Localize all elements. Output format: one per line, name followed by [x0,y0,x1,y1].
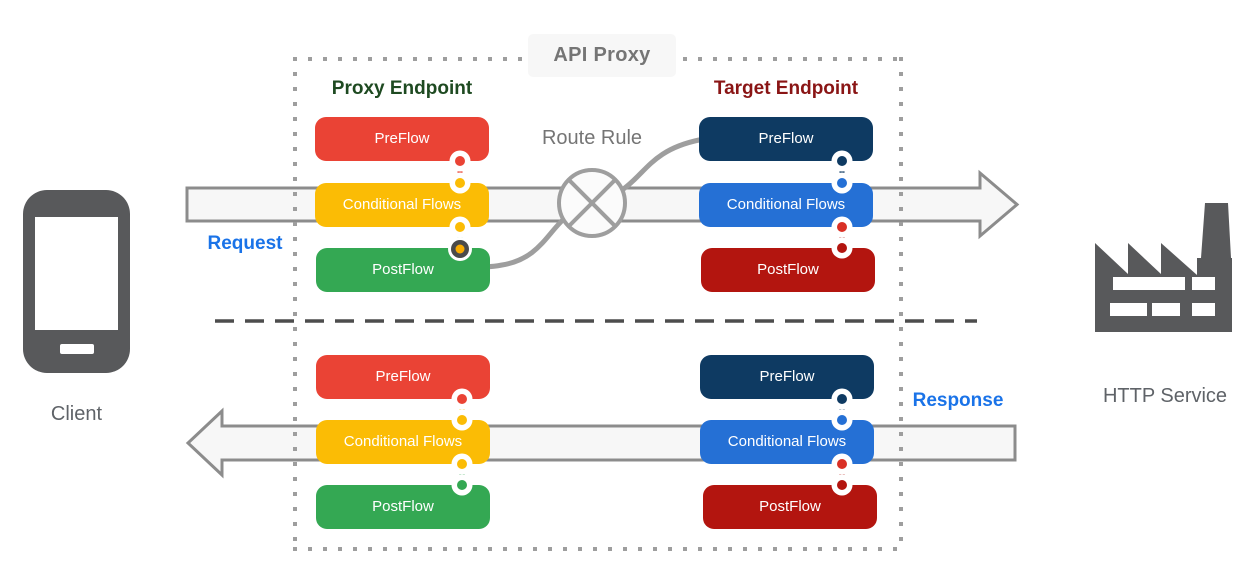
target-request-preflow-box: PreFlow [699,117,873,161]
target-response-conditional-flows-box: Conditional Flows [700,420,874,464]
proxy-response-conditional-flows-box: Conditional Flows [316,420,490,464]
http-service-label: HTTP Service [1102,385,1228,407]
target-request-conditional-flows-box: Conditional Flows [699,183,873,227]
api-proxy-title: API Proxy [528,34,676,77]
client-label: Client [50,403,103,425]
proxy-response-postflow-box: PostFlow [316,485,490,529]
proxy-endpoint-title: Proxy Endpoint [331,78,473,99]
route-rule-label: Route Rule [541,127,643,149]
request-label: Request [207,233,283,254]
response-label: Response [912,390,1004,411]
target-response-postflow-box: PostFlow [703,485,877,529]
proxy-request-postflow-box: PostFlow [316,248,490,292]
target-response-preflow-box: PreFlow [700,355,874,399]
proxy-request-conditional-flows-box: Conditional Flows [315,183,489,227]
proxy-request-preflow-box: PreFlow [315,117,489,161]
smartphone-icon [23,190,130,373]
proxy-response-preflow-box: PreFlow [316,355,490,399]
target-request-postflow-box: PostFlow [701,248,875,292]
target-endpoint-title: Target Endpoint [713,78,859,99]
factory-icon [1095,203,1232,332]
